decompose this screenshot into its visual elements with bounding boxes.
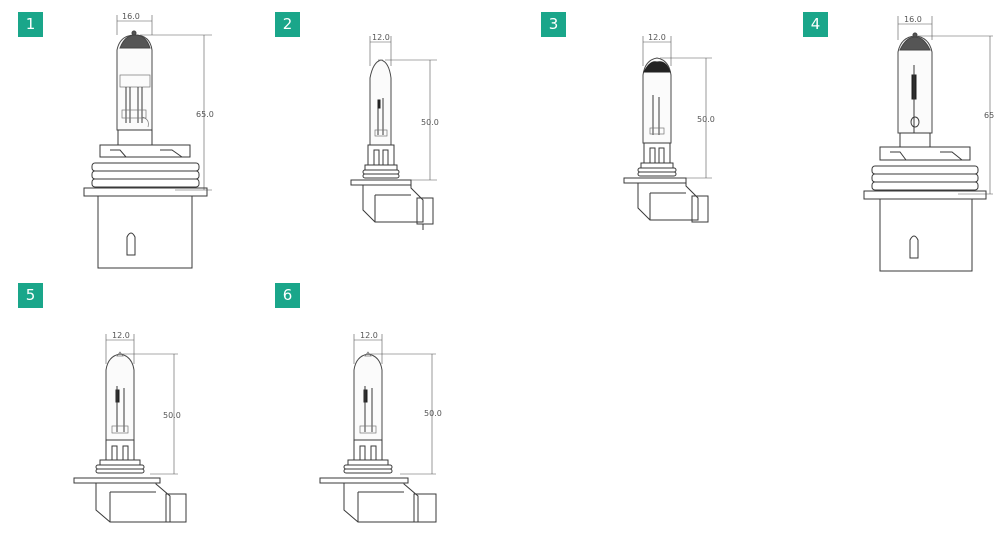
lamp-4-diagram: 16.0 65 [863, 15, 994, 272]
badge-1: 1 [18, 12, 43, 37]
lamp-1-width-label: 16.0 [122, 12, 140, 21]
lamp-2-height-label: 50.0 [421, 118, 439, 127]
lamp-2-diagram: 12.0 50.0 [350, 33, 439, 230]
badge-6: 6 [275, 283, 300, 308]
badge-5: 5 [18, 283, 43, 308]
lamp-5-diagram: 12.0 50.0 [73, 331, 187, 523]
lamp-5-width-label: 12.0 [112, 331, 130, 340]
lamp-3-width-label: 12.0 [648, 33, 666, 42]
lamp-1-diagram: 16.0 65.0 [83, 12, 214, 269]
lamp-6-width-label: 12.0 [360, 331, 378, 340]
lamp-6-height-label: 50.0 [424, 409, 442, 418]
lamp-1-height-label: 65.0 [196, 110, 214, 119]
lamp-4-width-label: 16.0 [904, 15, 922, 24]
lamp-2-width-label: 12.0 [372, 33, 390, 42]
badge-2: 2 [275, 12, 300, 37]
lamp-3-diagram: 12.0 50.0 [623, 33, 715, 223]
lamp-5-height-label: 50.0 [163, 411, 181, 420]
badge-4: 4 [803, 12, 828, 37]
lamp-4-height-label: 65 [984, 111, 994, 120]
lamp-3-height-label: 50.0 [697, 115, 715, 124]
badge-3: 3 [541, 12, 566, 37]
lamp-6-diagram: 12.0 50.0 [319, 331, 442, 523]
